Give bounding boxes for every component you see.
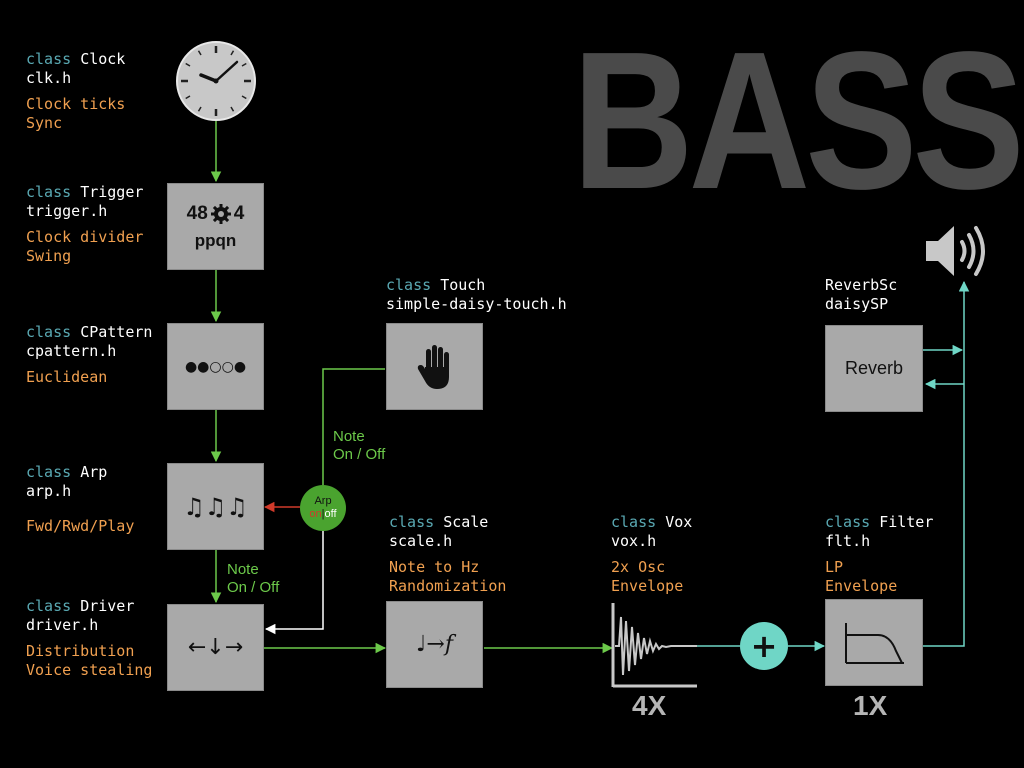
arp-toggle-label: Arp	[314, 495, 332, 507]
line-filter-out	[923, 350, 965, 647]
reverb-box: Reverb	[825, 325, 923, 412]
scale-box: ♩→𝑓	[386, 601, 483, 688]
arp-toggle[interactable]: Arp on|off	[300, 485, 346, 531]
vox-multiplier: 4X	[632, 690, 667, 721]
filter-box	[825, 599, 923, 686]
euclidean-pattern: ●●○○●	[184, 358, 247, 375]
arp-toggle-on: on	[309, 508, 322, 520]
speaker-icon	[926, 226, 985, 276]
arrow-arp-toggle-driver	[264, 530, 324, 635]
driver-label: class Driver driver.h Distribution Voice…	[26, 597, 153, 679]
arp-note-label: Note On / Off	[227, 561, 280, 596]
vox-label: class Vox vox.h 2x Osc Envelope	[611, 513, 693, 595]
filter-label: class Filter flt.h LP Envelope	[825, 513, 934, 595]
reverb-label: ReverbSc daisySP	[825, 276, 898, 313]
note-to-freq-icon: ♩→𝑓	[416, 632, 453, 657]
touch-label: class Touch simple-daisy-touch.h	[386, 276, 567, 313]
waveform-icon	[611, 603, 697, 688]
trigger-label: class Trigger trigger.h Clock divider Sw…	[26, 183, 144, 265]
cpattern-label: class CPattern cpattern.h Euclidean	[26, 323, 153, 386]
touch-box	[386, 323, 483, 410]
clock-icon	[176, 41, 256, 121]
cpattern-box: ●●○○●	[167, 323, 264, 410]
lowpass-icon	[845, 622, 904, 664]
scale-label: class Scale scale.h Note to Hz Randomiza…	[389, 513, 507, 595]
driver-box: ←↓→	[167, 604, 264, 691]
gear-icon	[210, 203, 231, 224]
trigger-box: 48 4 ppqn	[167, 183, 264, 270]
touch-note-label: Note On / Off	[333, 428, 386, 463]
distribution-arrows: ←↓→	[187, 635, 244, 660]
clock-label: class Clock clk.h Clock ticks Sync	[26, 50, 126, 132]
hand-icon	[417, 344, 449, 389]
arp-label: class Arp arp.h Fwd/Rwd/Play	[26, 463, 135, 535]
arp-box: ♫♫♫	[167, 463, 264, 550]
filter-multiplier: 1X	[853, 690, 888, 721]
arp-toggle-off: off	[324, 508, 337, 520]
notes-icon: ♫♫♫	[183, 492, 248, 521]
mixer-plus: +	[740, 622, 788, 670]
line-touch-to-arp	[322, 368, 385, 485]
